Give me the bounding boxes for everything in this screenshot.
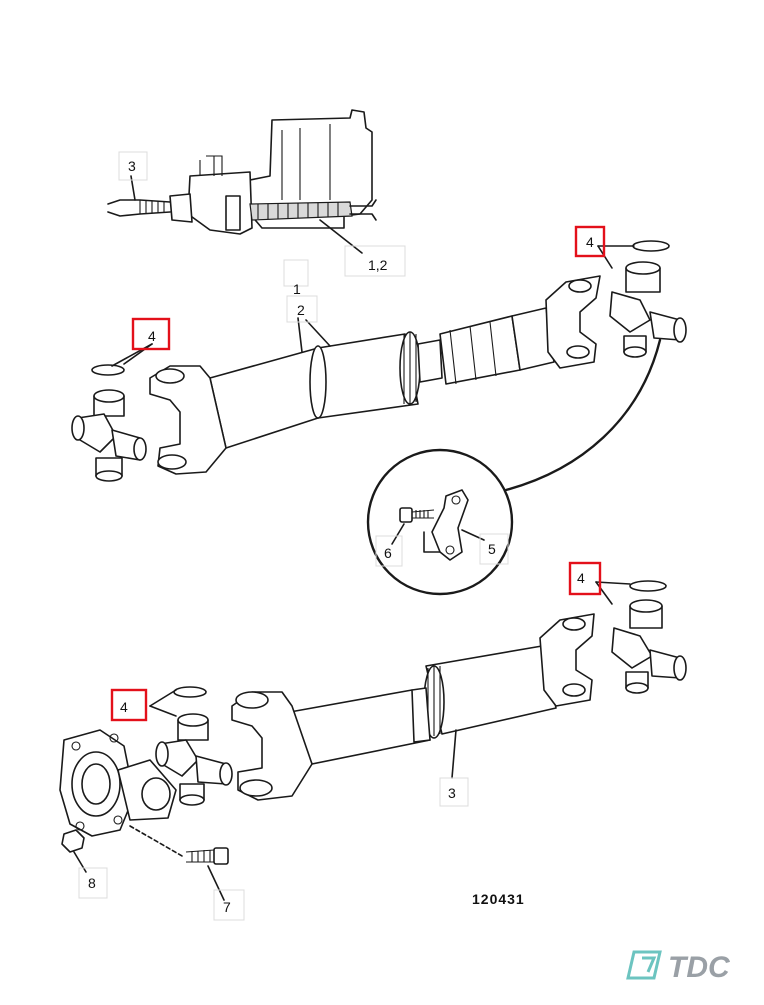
callout-box-7 bbox=[213, 889, 245, 921]
callout-box-1 bbox=[283, 259, 309, 287]
callout-8: 8 bbox=[88, 875, 96, 891]
callout-box-8 bbox=[78, 867, 108, 899]
callout-box-3 bbox=[439, 777, 469, 807]
callout-top-3: 3 bbox=[128, 158, 136, 174]
universal-joint-upper-right bbox=[609, 261, 687, 358]
figure-number: 120431 bbox=[472, 891, 525, 907]
companion-flange bbox=[59, 729, 177, 837]
callout-box-6 bbox=[375, 535, 403, 567]
upper-shaft-assembly bbox=[71, 240, 687, 492]
universal-joint-lower-right bbox=[611, 599, 687, 694]
callout-top-12: 1,2 bbox=[368, 257, 388, 273]
callout-box-top-12 bbox=[344, 245, 406, 277]
clamp-detail-circle bbox=[366, 448, 514, 596]
snap-ring-upper-right bbox=[632, 240, 670, 252]
callout-4d: 4 bbox=[120, 699, 128, 715]
highlight-box-4c bbox=[568, 561, 602, 596]
lower-shaft-assembly bbox=[59, 580, 687, 901]
callout-box-5 bbox=[479, 533, 509, 565]
callout-4a: 4 bbox=[148, 328, 156, 344]
snap-ring-lower-right bbox=[629, 580, 667, 592]
nut-8 bbox=[61, 829, 85, 853]
tdc-logo-icon bbox=[626, 950, 662, 980]
snap-ring-upper-left bbox=[91, 364, 125, 376]
universal-joint-upper-left bbox=[71, 389, 147, 482]
callout-box-top-3 bbox=[118, 151, 148, 181]
highlight-box-4d bbox=[110, 688, 148, 722]
gearbox-overview bbox=[107, 109, 377, 254]
callout-2: 2 bbox=[297, 302, 305, 318]
callout-3: 3 bbox=[448, 785, 456, 801]
callout-6: 6 bbox=[384, 545, 392, 561]
highlight-box-4a bbox=[131, 317, 171, 351]
tdc-logo-text: TDC bbox=[668, 951, 731, 984]
callout-4c: 4 bbox=[577, 570, 585, 586]
bolt-7 bbox=[185, 847, 229, 865]
highlight-box-4b bbox=[574, 225, 606, 258]
callout-7: 7 bbox=[223, 899, 231, 915]
callout-4b: 4 bbox=[586, 234, 594, 250]
callout-5: 5 bbox=[488, 541, 496, 557]
callout-1: 1 bbox=[293, 281, 301, 297]
universal-joint-lower-left bbox=[155, 713, 233, 806]
tdc-logo: TDC bbox=[626, 950, 731, 984]
callout-box-2 bbox=[286, 295, 318, 323]
snap-ring-lower-left bbox=[173, 686, 207, 698]
